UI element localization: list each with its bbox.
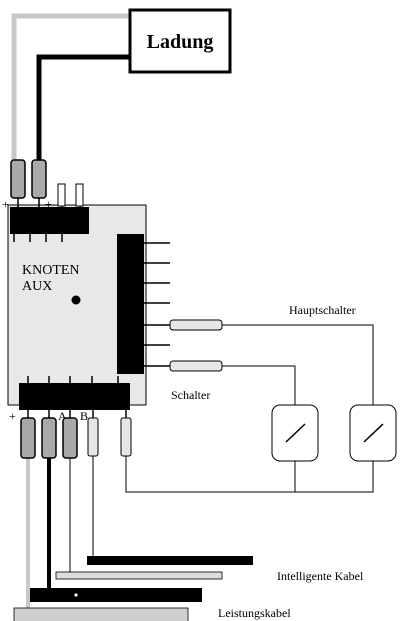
- power-cable-label: Leistungskabel: [218, 606, 291, 620]
- right-plug-main-switch: [169, 319, 223, 331]
- bottom-header-pins: [27, 376, 119, 383]
- power-cable-bar-gray: [13, 607, 189, 621]
- switch-wire: [222, 365, 296, 405]
- right-header-connector: [117, 234, 144, 374]
- switch-label: Schalter: [171, 388, 210, 402]
- smart-cable-bar-black: [87, 556, 253, 565]
- right-header-pins: [144, 242, 170, 367]
- switch-box: [271, 404, 319, 462]
- top-header-pins: [13, 234, 63, 242]
- bottom-plug-a: [62, 417, 78, 459]
- bottom-header-connector: [19, 383, 130, 410]
- top-plus-1-label: +: [2, 197, 9, 211]
- bottom-plug-switch: [120, 417, 132, 457]
- main-switch-label: Hauptschalter: [289, 303, 356, 317]
- top-plus-2-label: +: [45, 197, 52, 211]
- bottom-plug-power-minus: [41, 417, 57, 459]
- node-label-line2: AUX: [22, 279, 52, 294]
- main-switch-wire: [222, 324, 374, 405]
- power-cable-bar-black: [30, 588, 202, 602]
- top-plug-3-empty: [57, 183, 66, 207]
- load-label: Ladung: [147, 31, 214, 53]
- load-box: Ladung: [128, 8, 232, 74]
- bottom-plug-stubs: [27, 410, 127, 418]
- top-plug-4-empty: [75, 183, 84, 207]
- top-header-connector: [10, 207, 89, 234]
- power-cable-marker: [74, 593, 78, 597]
- bottom-a-label: A: [58, 409, 67, 423]
- load-wire-black: [36, 54, 133, 162]
- bottom-plus-label: +: [9, 409, 16, 423]
- top-plug-2: [31, 159, 47, 207]
- top-plug-1: [10, 159, 26, 207]
- switch-return-wire: [125, 450, 374, 493]
- bottom-plug-b: [87, 417, 99, 457]
- node-label-line1: KNOTEN: [22, 263, 80, 278]
- right-plug-switch: [169, 360, 223, 372]
- load-wire-gray: [11, 13, 133, 162]
- top-minus-1-label: -: [24, 197, 28, 211]
- smart-cable-bar-gray: [55, 571, 223, 580]
- smart-cable-label: Intelligente Kabel: [277, 569, 364, 583]
- bottom-b-label: B: [80, 409, 88, 423]
- node-indicator-dot: [71, 295, 81, 305]
- bottom-plug-power-plus: [20, 417, 36, 459]
- main-switch-box: [349, 404, 397, 462]
- top-minus-2-label: -: [67, 197, 71, 211]
